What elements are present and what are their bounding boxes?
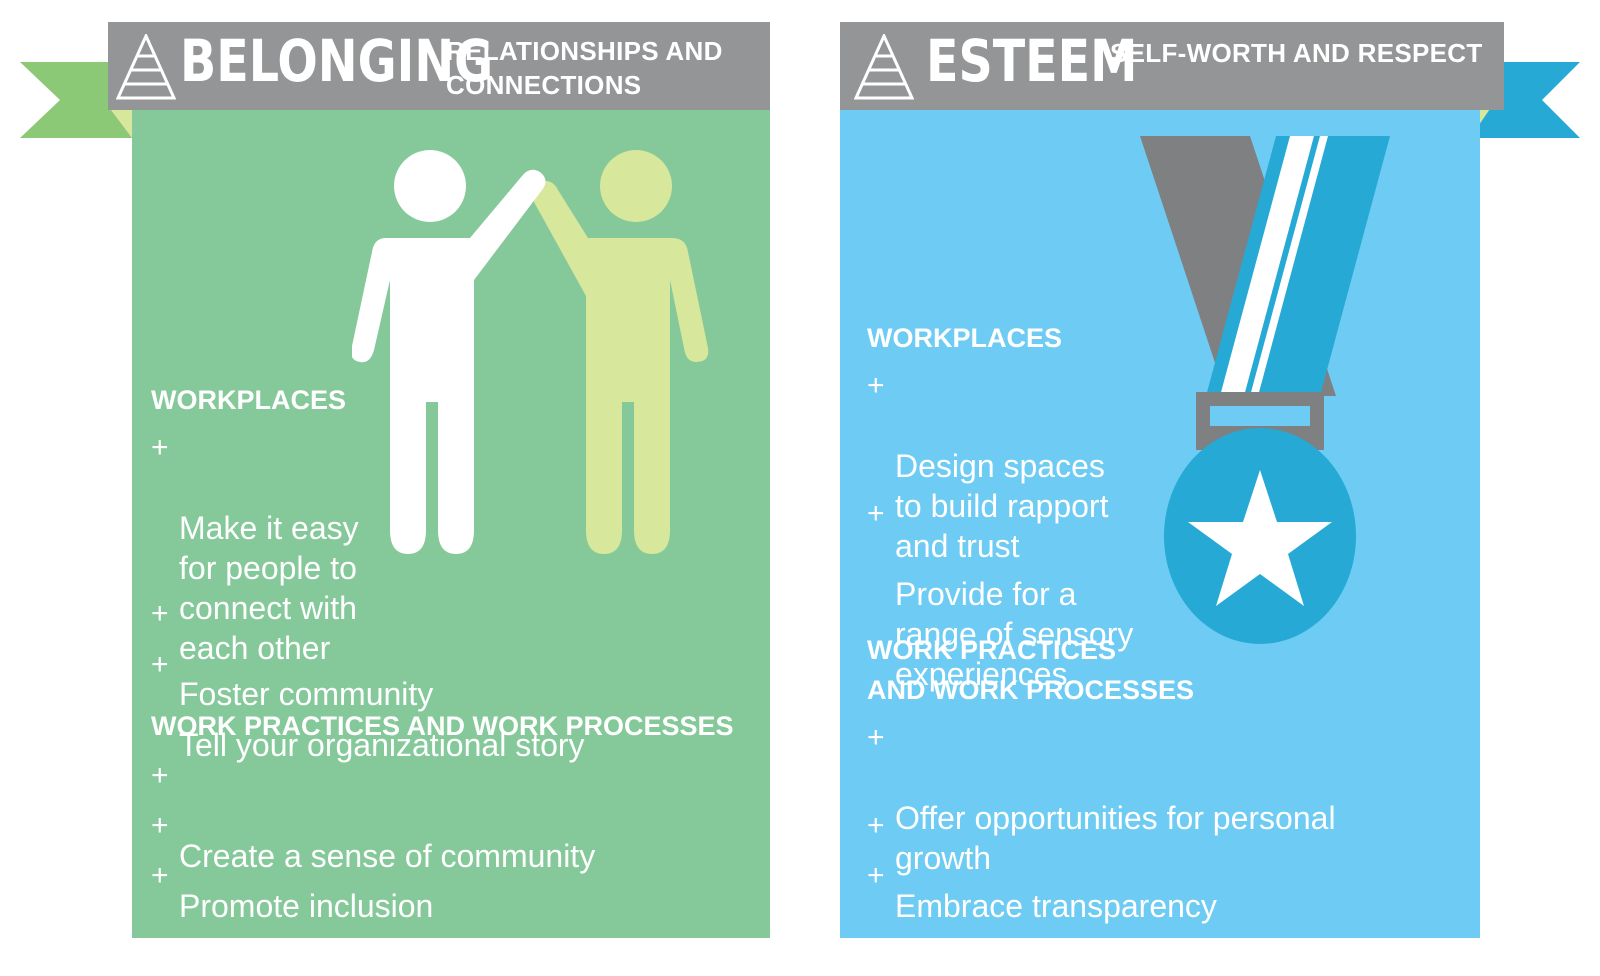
- belonging-workplace-item: + Make it easy for people to connect wit…: [151, 428, 359, 668]
- plus-icon: +: [867, 497, 885, 530]
- plus-icon: +: [867, 369, 885, 402]
- belonging-banner: BELONGING RELATIONSHIPS AND CONNECTIONS: [108, 22, 770, 110]
- plus-icon: +: [867, 859, 885, 892]
- esteem-banner: ESTEEM SELF-WORTH AND RESPECT: [840, 22, 1504, 110]
- belonging-workplace-item: + Foster community: [151, 594, 433, 714]
- plus-icon: +: [867, 721, 885, 754]
- esteem-practice-item: + Offer opportunities for personal growt…: [867, 718, 1336, 878]
- plus-icon: +: [151, 648, 169, 681]
- esteem-practice-item: + Embrace transparency: [867, 806, 1217, 926]
- bullet-text: Promote inclusion: [179, 888, 434, 924]
- bullet-text: Gather and embrace feedback: [895, 938, 1328, 974]
- bullet-text: Offer opportunities for personal growth: [895, 800, 1336, 876]
- bullet-text: Establish the broad vision: [179, 938, 544, 974]
- esteem-workplaces-heading: WORKPLACES: [867, 323, 1062, 353]
- belonging-practice-item: + Create a sense of community: [151, 756, 595, 876]
- plus-icon: +: [151, 597, 169, 630]
- esteem-practice-item: + Gather and embrace feedback: [867, 856, 1327, 976]
- bullet-text: Embrace transparency: [895, 888, 1217, 924]
- bullet-text: Tell your organizational story: [179, 727, 585, 763]
- plus-icon: +: [151, 759, 169, 792]
- medal-star-icon: [1140, 136, 1390, 644]
- belonging-practice-item: + Establish the broad vision: [151, 856, 544, 976]
- belonging-ribbon: [20, 62, 132, 138]
- plus-icon: +: [151, 809, 169, 842]
- belonging-card: WORKPLACES + Make it easy for people to …: [132, 110, 770, 974]
- esteem-workplace-item: + Design spaces to build rapport and tru…: [867, 366, 1108, 566]
- esteem-practices-heading: WORK PRACTICES AND WORK PROCESSES: [867, 635, 1195, 705]
- belonging-practices-heading: WORK PRACTICES AND WORK PROCESSES: [151, 711, 734, 741]
- bullet-text: Design spaces to build rapport and trust: [895, 448, 1109, 564]
- plus-icon: +: [151, 859, 169, 892]
- bullet-text: Provide for a range of sensory experienc…: [895, 576, 1134, 692]
- plus-icon: +: [867, 809, 885, 842]
- esteem-subtitle: SELF-WORTH AND RESPECT: [1110, 38, 1483, 68]
- esteem-card: WORKPLACES + Design spaces to build rapp…: [840, 110, 1480, 974]
- high-five-people-icon: [352, 150, 709, 554]
- pyramid-icon: [854, 34, 914, 100]
- bullet-text: Make it easy for people to connect with …: [179, 510, 359, 666]
- belonging-title: BELONGING: [180, 27, 494, 95]
- esteem-title: ESTEEM: [926, 27, 1138, 95]
- bullet-text: Create a sense of community: [179, 838, 596, 874]
- esteem-workplace-item: + Provide for a range of sensory experie…: [867, 494, 1133, 694]
- belonging-subtitle: RELATIONSHIPS AND CONNECTIONS: [446, 36, 723, 100]
- pyramid-icon: [116, 34, 176, 100]
- belonging-workplace-item: + Tell your organizational story: [151, 645, 585, 765]
- belonging-practice-item: + Promote inclusion: [151, 806, 433, 926]
- belonging-workplaces-heading: WORKPLACES: [151, 385, 346, 415]
- plus-icon: +: [151, 431, 169, 464]
- bullet-text: Foster community: [179, 676, 434, 712]
